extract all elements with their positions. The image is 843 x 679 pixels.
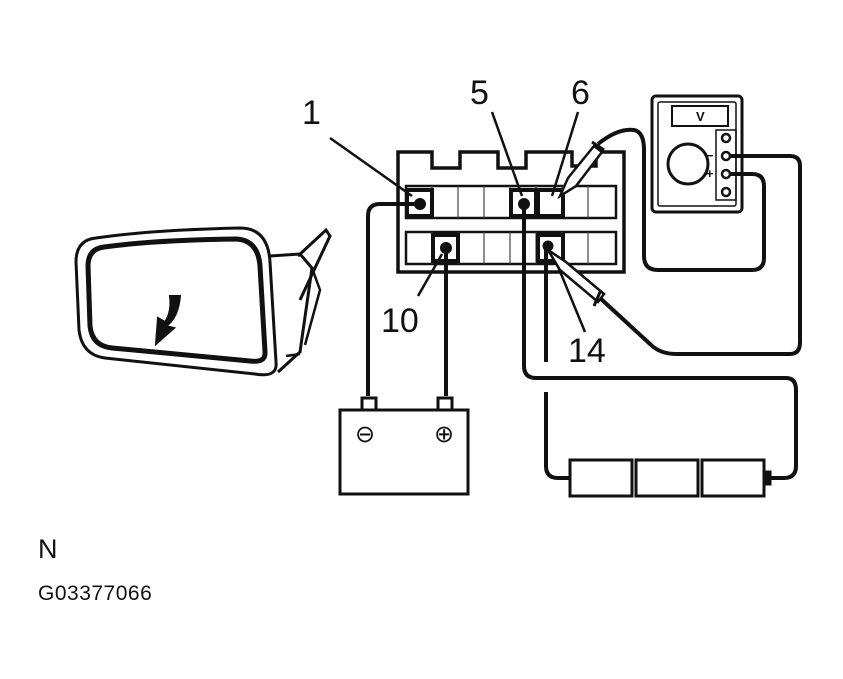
pin-label-6: 6 [571, 74, 590, 112]
pin-label-1: 1 [302, 94, 321, 132]
label-leaders [329, 111, 587, 333]
voltmeter-dial [666, 142, 710, 186]
pin-label-10: 10 [381, 302, 419, 340]
voltmeter-minus-mark: − [706, 148, 714, 163]
side-mirror [74, 226, 332, 377]
arrow-icon [154, 295, 182, 347]
terminal-6 [536, 188, 565, 218]
probe-negative [546, 248, 606, 307]
voltmeter-display-label: V [696, 109, 705, 124]
connector [396, 150, 626, 274]
battery [338, 396, 470, 496]
wires [366, 127, 802, 480]
cell-battery-pack [568, 458, 772, 498]
terminal-14 [536, 233, 565, 263]
probe-positive [557, 140, 605, 200]
voltmeter-plus-mark: + [706, 166, 714, 181]
pin-label-5: 5 [470, 74, 489, 112]
pin-label-14: 14 [568, 332, 606, 370]
view-letter: N [38, 534, 58, 564]
figure-code: G03377066 [38, 582, 153, 605]
battery-positive-symbol: ⊕ [434, 420, 454, 448]
battery-negative-symbol: ⊖ [355, 420, 375, 448]
voltmeter [650, 94, 744, 214]
voltmeter-display [671, 105, 729, 127]
